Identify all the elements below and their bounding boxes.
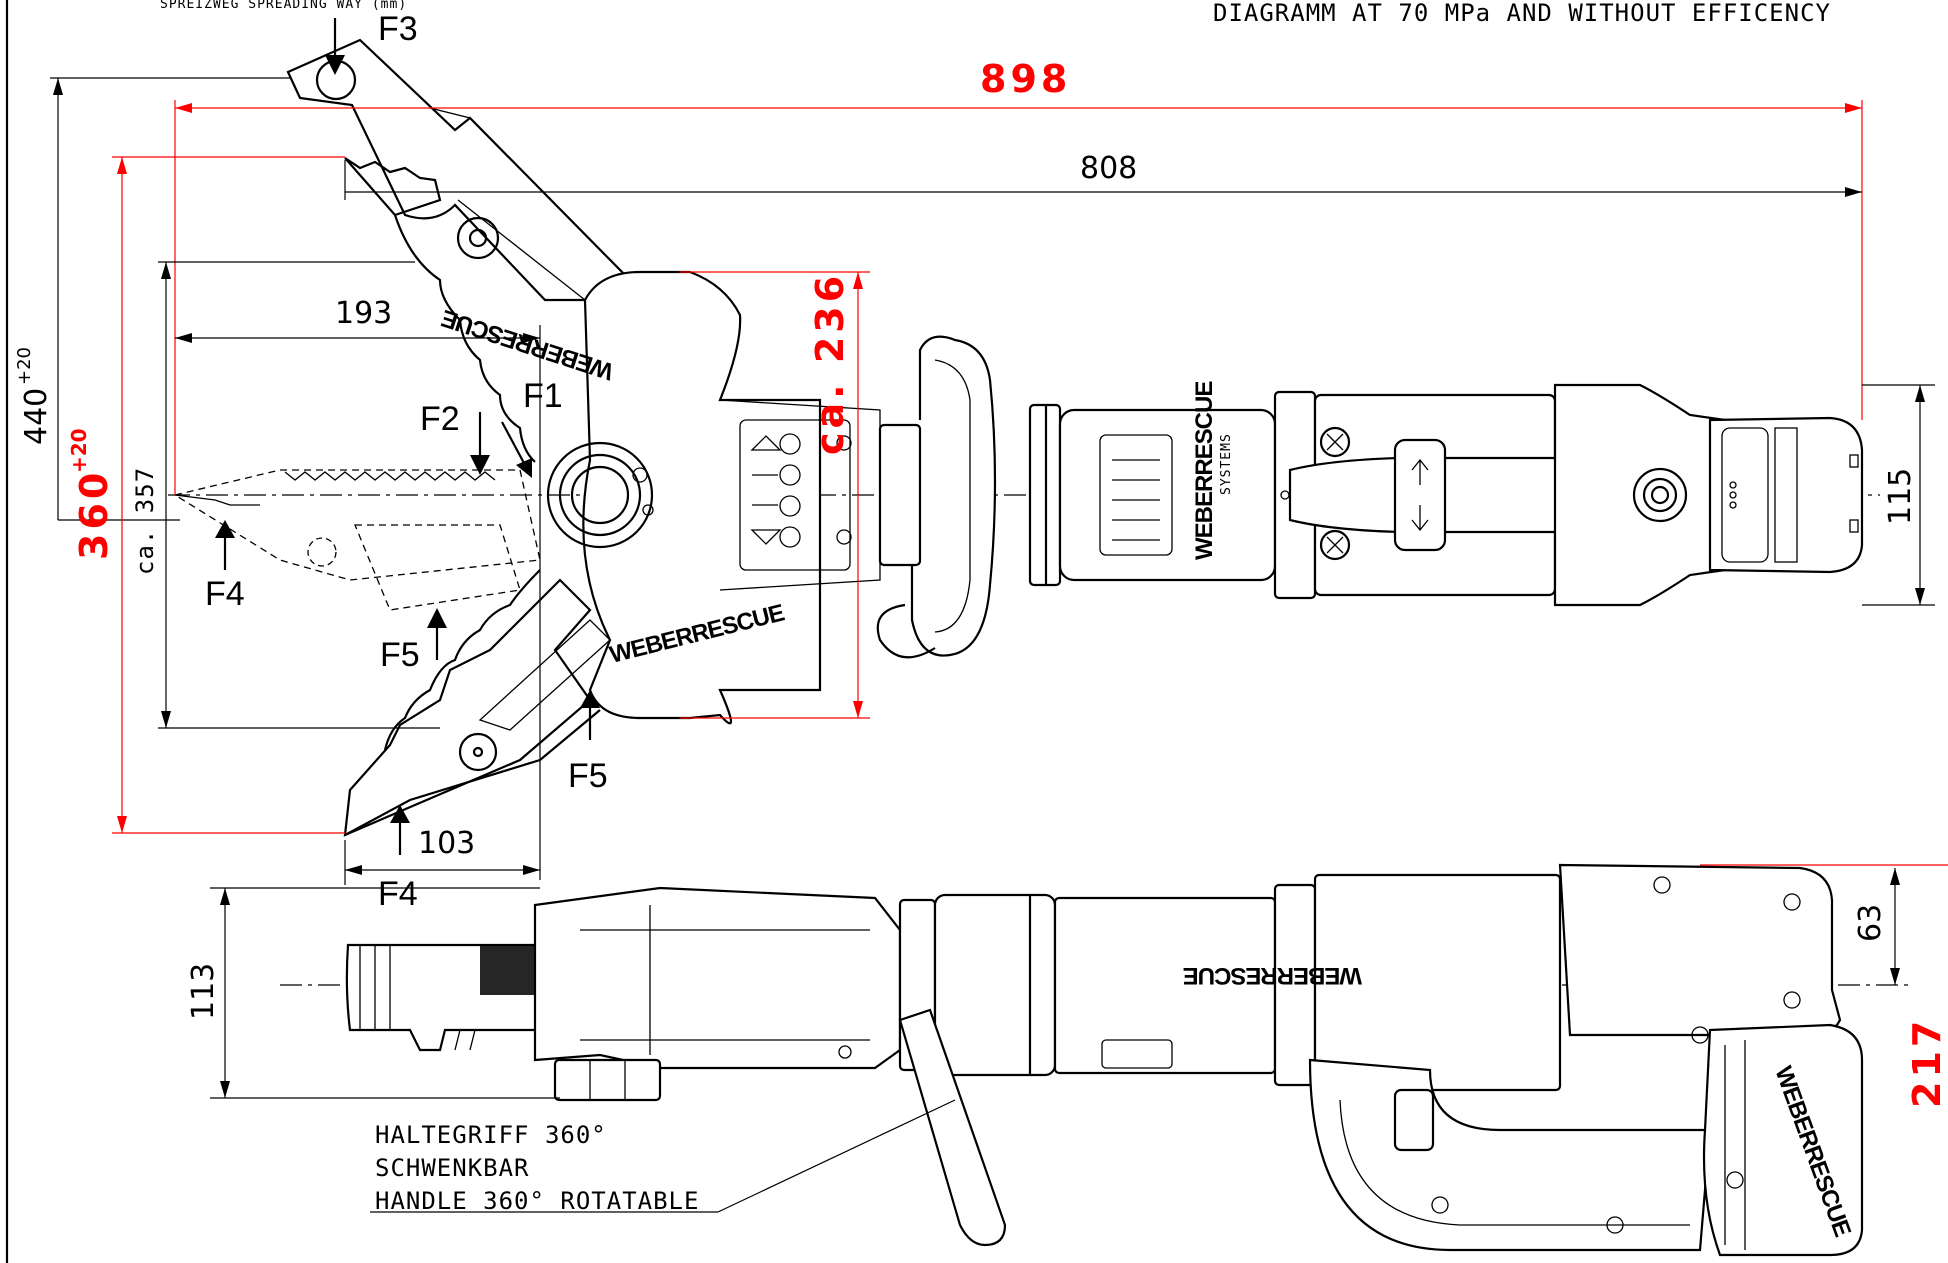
cylinder-body: WEBERRESCUE SYSTEMS <box>878 381 1864 607</box>
dim-length-193: 193 <box>335 296 392 331</box>
upper-arm <box>286 38 627 463</box>
dim-head-width: ca. 236 <box>808 272 852 455</box>
side-rotatable-handle <box>898 1008 1007 1247</box>
lower-arm <box>343 569 611 837</box>
side-view-spreader: WEBERRESCUE WEBERRESCUE <box>280 863 1910 1257</box>
dim-body-height-115: 115 <box>1883 468 1918 525</box>
release-button <box>1632 467 1688 523</box>
force-label-f4-lower: F4 <box>378 875 418 913</box>
side-battery-pack <box>1702 1023 1864 1257</box>
handle-note-line2: SCHWENKBAR <box>375 1154 530 1182</box>
side-body-logo: WEBERRESCUE <box>1183 962 1362 989</box>
dim-side-height-63: 63 <box>1853 904 1888 942</box>
dim-overall-length: 898 <box>980 57 1071 101</box>
head-pivot-cap <box>546 441 654 549</box>
dim-length-808: 808 <box>1080 151 1137 186</box>
dim-opening-360: 360 <box>72 469 116 560</box>
dimensions-top <box>50 77 1935 885</box>
force-label-f4-tip: F4 <box>205 575 245 613</box>
force-label-f2: F2 <box>420 400 460 438</box>
side-rear-housing <box>1558 863 1842 1038</box>
upper-arm-pin <box>456 216 500 260</box>
lower-arm-pin <box>458 732 498 772</box>
force-label-f1: F1 <box>523 377 563 415</box>
body-logo-sub: SYSTEMS <box>1219 433 1234 495</box>
body-logo: WEBERRESCUE <box>1191 381 1218 560</box>
dim-side-height-113: 113 <box>186 963 221 1020</box>
dim-opening-360-tol: +20 <box>67 428 91 473</box>
handle-note: HALTEGRIFF 360° SCHWENKBAR HANDLE 360° R… <box>370 1099 956 1215</box>
name-plate <box>1099 434 1173 556</box>
closed-jaw-outline <box>173 469 541 611</box>
carry-handle <box>876 335 997 659</box>
side-head <box>533 886 902 1070</box>
diagram-note: DIAGRAMM AT 70 MPa AND WITHOUT EFFICENCY <box>1213 0 1831 27</box>
force-arrows <box>215 18 600 855</box>
dim-jaw-height: ca. 357 <box>131 467 159 575</box>
dim-opening-440: 440 <box>19 388 54 445</box>
spreading-way-label: SPREIZWEG SPREADING WAY (mm) <box>160 0 407 12</box>
dim-opening-440-tol: +20 <box>14 347 35 385</box>
force-label-f3: F3 <box>378 10 418 48</box>
force-label-f5-left: F5 <box>380 636 420 674</box>
handle-note-line3: HANDLE 360° ROTATABLE <box>375 1187 699 1215</box>
dimensions-side <box>210 864 1948 1099</box>
top-view-spreader: WEBERRESCUE WEBERRESCUE WEBERRESCUE SY <box>14 10 1935 913</box>
handle-note-line1: HALTEGRIFF 360° <box>375 1121 607 1149</box>
dim-side-height-217: 217 <box>1905 1017 1948 1108</box>
dim-length-103: 103 <box>418 826 475 861</box>
force-label-f5-right: F5 <box>568 757 608 795</box>
